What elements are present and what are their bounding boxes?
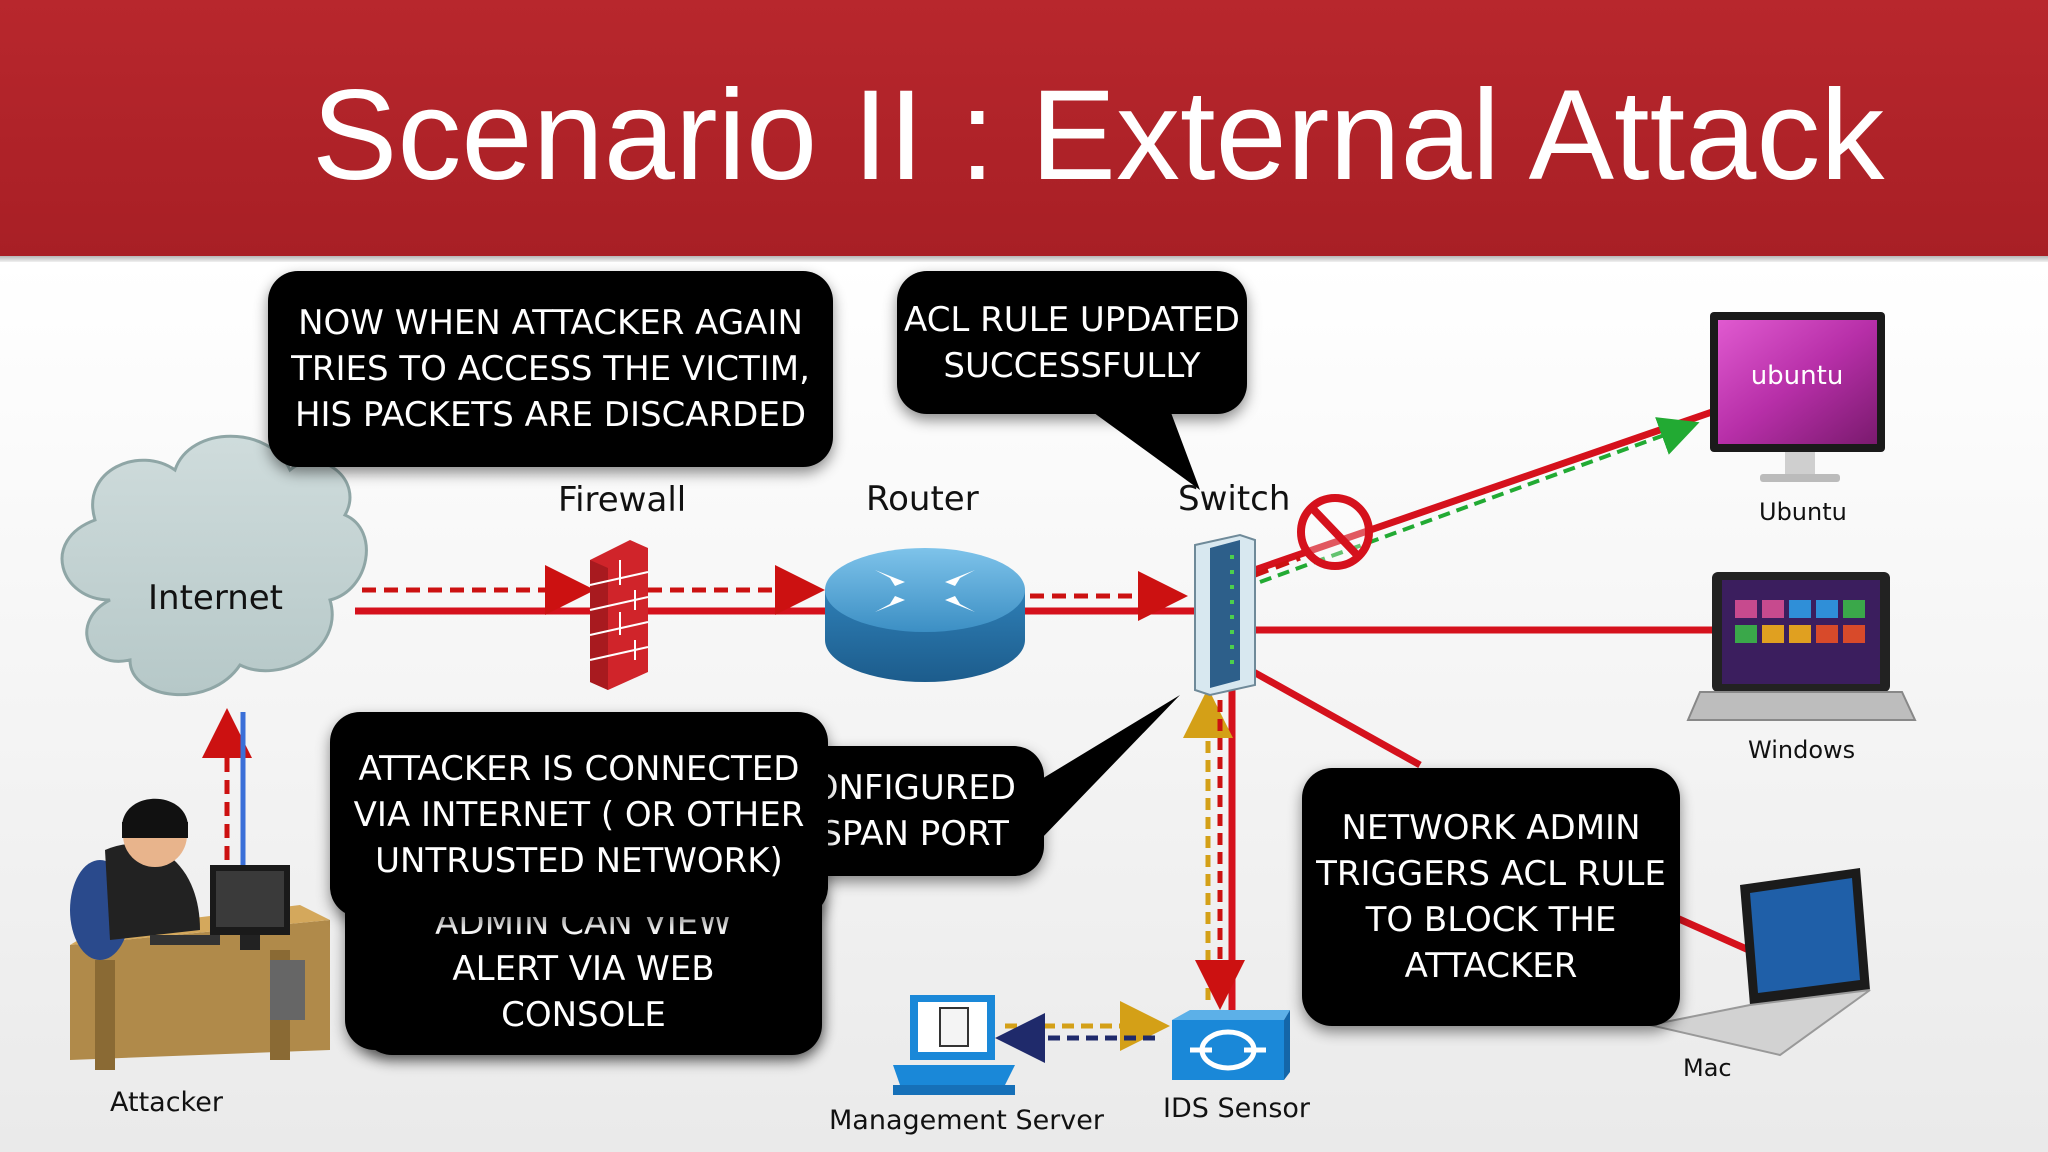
callout-line: ALERT VIA WEB [452,949,715,989]
callout-line: VIA INTERNET ( OR OTHER [353,794,805,835]
callout-line: ATTACKER IS CONNECTED [358,748,800,789]
callout-line: TO BLOCK THE [1365,900,1617,940]
ubuntu-logo: ubuntu [1751,361,1844,391]
mac-label: Mac [1683,1054,1732,1082]
switch-label: Switch [1178,479,1291,519]
callout-line: NETWORK ADMIN [1341,808,1641,848]
attacker-label: Attacker [110,1087,223,1118]
callout-acl-updated: ACL RULE UPDATED SUCCESSFULLY [897,271,1247,414]
internet-label: Internet [148,578,284,618]
callout-line: NOW WHEN ATTACKER AGAIN [298,303,803,343]
ubuntu-monitor-icon: ubuntu [1710,312,1885,482]
callout-line: SUCCESSFULLY [943,345,1201,386]
callout-line: TRIGGERS ACL RULE [1316,854,1666,894]
internet-cloud-icon [60,434,368,697]
callout-line: ATTACKER [1404,946,1578,986]
callout-attacker-connected: ATTACKER IS CONNECTED VIA INTERNET ( OR O… [330,712,828,917]
slide-title: Scenario II : External Attack [312,64,1885,207]
router-label: Router [866,479,979,519]
firewall-icon [589,540,649,690]
callout-line: CONSOLE [501,995,666,1035]
callout-line: TRIES TO ACCESS THE VICTIM, [291,349,810,389]
blocked-icon [1297,494,1373,570]
ids-sensor-label: IDS Sensor [1163,1093,1311,1124]
acl-callout-tail [1090,410,1200,490]
management-server-label: Management Server [829,1105,1104,1136]
traffic-flows [202,417,1700,1063]
mac-laptop-icon [1649,868,1871,1057]
ids-sensor-icon [1172,1010,1290,1080]
callout-line: UNTRUSTED NETWORK) [375,840,783,881]
management-server-icon [893,995,1015,1095]
firewall-label: Firewall [558,480,687,520]
callout-admin-triggers-acl: NETWORK ADMIN TRIGGERS ACL RULE TO BLOCK T… [1302,768,1680,1026]
callout-line: HIS PACKETS ARE DISCARDED [294,395,807,435]
router-icon [825,548,1025,682]
windows-label: Windows [1748,736,1856,764]
attacker-icon [70,798,330,1070]
windows-laptop-icon [1686,572,1917,721]
ubuntu-label: Ubuntu [1759,498,1847,526]
banner-shadow [0,256,2048,262]
callout-line: ACL RULE UPDATED [904,299,1240,340]
title-banner [0,0,2048,256]
switch-icon [1194,533,1256,697]
callout-packets-discarded: NOW WHEN ATTACKER AGAIN TRIES TO ACCESS T… [268,271,833,467]
span-callout-tail [1040,695,1180,840]
